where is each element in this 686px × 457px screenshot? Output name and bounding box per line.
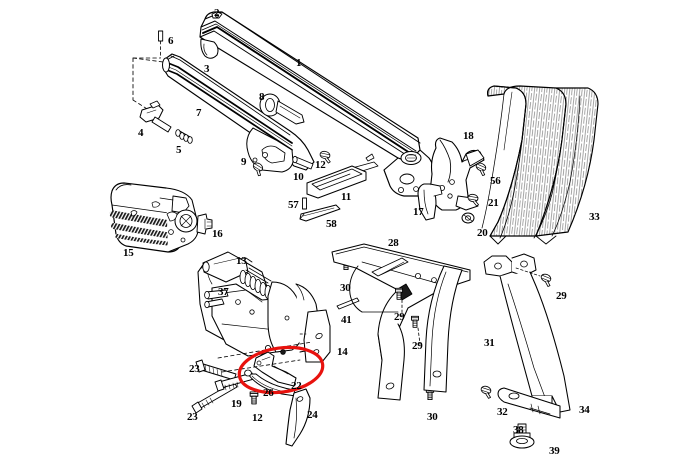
part-22-bolt	[253, 351, 297, 387]
part-41-pin	[336, 297, 360, 310]
part-callout-38: 38	[513, 424, 524, 436]
part-37-hand	[204, 289, 229, 309]
part-4-plunger	[139, 100, 172, 133]
part-callout-2: 2	[214, 7, 220, 19]
part-callout-8: 8	[259, 91, 265, 103]
part-callout-20: 20	[477, 227, 488, 239]
part-57-pin	[302, 197, 307, 210]
part-31-trigger-guard	[423, 265, 463, 393]
part-callout-9: 9	[241, 156, 247, 168]
part-28-backstrap	[331, 243, 471, 401]
part-callout-33: 33	[589, 211, 600, 223]
part-callout-24: 24	[307, 409, 318, 421]
part-6-pin	[158, 30, 164, 59]
part-callout-29: 29	[394, 311, 405, 323]
part-7-loading-lever	[162, 53, 315, 173]
part-callout-18: 18	[463, 130, 474, 142]
part-10-wedge	[292, 155, 314, 170]
part-callout-12: 12	[252, 412, 263, 424]
part-16-nipple	[196, 213, 213, 235]
part-callout-12: 12	[315, 159, 326, 171]
part-callout-22: 22	[291, 380, 302, 392]
part-callout-16: 16	[212, 228, 223, 240]
part-callout-29: 29	[556, 290, 567, 302]
part-5-spring	[175, 129, 193, 144]
part-callout-7: 7	[196, 107, 202, 119]
part-24-trigger	[285, 388, 311, 447]
part-15-cylinder	[109, 182, 199, 253]
part-17-pawl	[417, 183, 443, 221]
part-callout-19: 19	[231, 398, 242, 410]
part-callout-6: 6	[168, 35, 174, 47]
part-33-grip-panels	[481, 85, 599, 245]
part-callout-11: 11	[341, 191, 351, 203]
assembly-guide-dashes	[132, 57, 164, 113]
part-callout-17: 17	[413, 206, 424, 218]
part-callout-32: 32	[497, 406, 508, 418]
part-callout-39: 39	[549, 445, 560, 457]
part-callout-15: 15	[123, 247, 134, 259]
part-callout-37: 37	[218, 286, 229, 298]
part-23-screw-upper	[195, 359, 237, 381]
red-highlight-ellipse	[237, 345, 325, 395]
part-callout-3: 3	[204, 63, 210, 75]
part-callout-56: 56	[490, 175, 501, 187]
part-11-latch-block	[306, 165, 367, 199]
part-58-bar	[299, 204, 341, 222]
part-callout-26: 26	[263, 387, 274, 399]
part-20-nut	[461, 212, 475, 224]
part-callout-14: 14	[337, 346, 348, 358]
part-callout-23: 23	[189, 363, 200, 375]
part-callout-34: 34	[579, 404, 590, 416]
part-callout-29: 29	[412, 340, 423, 352]
part-callout-5: 5	[176, 144, 182, 156]
part-callout-13: 13	[236, 255, 247, 267]
part-callout-23: 23	[187, 411, 198, 423]
part-callout-1: 1	[296, 57, 302, 69]
part-callout-4: 4	[138, 127, 144, 139]
part-34-grip-frame	[483, 253, 571, 419]
part-callout-21: 21	[488, 197, 499, 209]
part-callout-41: 41	[341, 314, 352, 326]
part-callout-58: 58	[326, 218, 337, 230]
part-callout-10: 10	[293, 171, 304, 183]
part-callout-28: 28	[388, 237, 399, 249]
part-callout-30: 30	[427, 411, 438, 423]
part-39-washer	[509, 435, 535, 449]
part-callout-30: 30	[340, 282, 351, 294]
part-callout-31: 31	[484, 337, 495, 349]
part-callout-57: 57	[288, 199, 299, 211]
